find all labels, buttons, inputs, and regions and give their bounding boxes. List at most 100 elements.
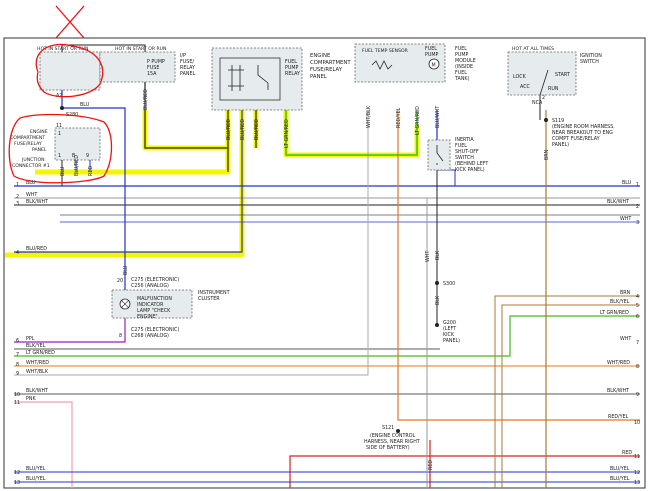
fuel-temp-sensor-label: FUEL TEMP SENSOR <box>362 48 409 54</box>
hot-at-all-times: HOT AT ALL TIMES <box>512 46 554 52</box>
ip-panel-3: RELAY <box>180 65 195 71</box>
vlbl-whtblk: WHT/BLK <box>366 105 372 128</box>
lnum-1: 1 <box>16 182 19 188</box>
lnum-13: 13 <box>14 480 20 486</box>
eng-comp-top-4: PANEL <box>310 74 327 80</box>
rnum-2: 2 <box>636 204 639 210</box>
rlbl-blkwht-3: BLK/WHT <box>607 199 629 205</box>
fuel-pump-relay-3: RELAY <box>285 71 300 77</box>
vlbl-brn: BRN <box>544 149 550 160</box>
pin-1b: 1 <box>58 153 61 159</box>
fpm-6: TANK) <box>454 76 470 82</box>
rlbl-blkyel: BLK/YEL <box>610 299 630 305</box>
fuel-pump-motor <box>428 58 440 70</box>
lnum-3: 3 <box>16 201 19 207</box>
s121-2: (ENGINE CONTROL <box>370 433 416 439</box>
fuel-pump-lbl-1: FUEL <box>425 46 437 52</box>
s300-label: S300 <box>443 281 455 287</box>
eng-left-1: ENGINE <box>30 129 48 135</box>
vlbl-blu: BLU <box>123 265 129 275</box>
pin-9: 9 <box>86 153 89 159</box>
vlbl-ltgrnred-2: LT GRN/RED <box>415 106 421 135</box>
diagram-frame <box>3 37 646 489</box>
right-row-numbers: 1 2 3 4 5 6 7 8 9 10 11 12 13 <box>634 182 640 486</box>
inertia-3: SHUT-OFF <box>455 149 479 155</box>
rnum-6: 6 <box>636 314 639 320</box>
rlbl-bluyel-12: BLU/YEL <box>610 466 630 472</box>
cluster-1: INSTRUMENT <box>198 290 230 296</box>
vlbl-redyel: RED/YEL <box>396 107 402 128</box>
rnum-11: 11 <box>634 454 640 460</box>
rlbl-redyel: RED/YEL <box>608 414 629 420</box>
relay-coil-symbol <box>228 65 269 91</box>
splice-s121 <box>396 429 400 433</box>
pin-11: 11 <box>56 123 62 129</box>
fuel-pump-relay-1: FUEL <box>285 59 297 65</box>
rnum-13: 13 <box>634 480 640 486</box>
rlbl-wht: WHT <box>620 336 631 342</box>
red-markup <box>8 5 113 184</box>
ign-switch-2: SWITCH <box>580 59 599 65</box>
fpm-2: PUMP <box>455 52 469 58</box>
lnum-5: 6 <box>16 338 19 344</box>
markup-circle-top <box>35 43 104 98</box>
vlbl-red: RED <box>428 460 434 470</box>
lbl-ppl: PPL <box>26 336 35 342</box>
vertical-wire-labels: BLU/RED BLU/RED BLU/RED BLU/RED LT GRN/R… <box>60 89 550 470</box>
ign-switch-1: IGNITION <box>580 53 602 59</box>
lnum-6: 7 <box>16 352 19 358</box>
vlbl-blured-a: BLU/RED <box>226 119 232 140</box>
mil-1: MALFUNCTION <box>137 296 172 302</box>
splice-s280 <box>60 106 64 110</box>
lnum-11: 11 <box>14 400 20 406</box>
inertia-5: (BEHIND LEFT <box>455 161 488 167</box>
vlbl-ltgrnred: LT GRN/RED <box>284 119 290 148</box>
wire-blured-6 <box>14 110 243 253</box>
lbl-wht-2: WHT <box>26 192 37 198</box>
lbl-bluyel-12: BLU/YEL <box>26 466 46 472</box>
motor-m: M <box>432 63 436 69</box>
wire-redyel <box>397 110 640 421</box>
rnum-9: 9 <box>636 392 639 398</box>
inertia-4: SWITCH <box>455 155 474 161</box>
vlbl-blured-b: BLU/RED <box>240 119 246 140</box>
eng-comp-top-1: ENGINE <box>310 53 331 59</box>
markup-x-mark <box>55 5 85 39</box>
rnum-5: 5 <box>636 303 639 309</box>
nca-ign: NCA <box>532 100 543 106</box>
hot-label-left: HOT IN START OR RUN <box>37 46 88 52</box>
ign-run: RUN <box>548 86 559 92</box>
lnum-12: 12 <box>14 470 20 476</box>
lbl-ltgrnred: LT GRN/RED <box>26 350 55 356</box>
rlbl-whtred: WHT/RED <box>607 360 630 366</box>
wire-ltgrnred-row <box>14 315 640 357</box>
c275-bot: C275 (ELECTRONIC) <box>131 327 179 333</box>
lbl-blkwht-10: BLK/WHT <box>26 388 48 394</box>
lbl-bluyel-13: BLU/YEL <box>26 476 46 482</box>
rnum-3: 3 <box>636 220 639 226</box>
vlbl-blk-2: BLK <box>435 295 441 305</box>
wire-blkyel-right <box>501 304 640 488</box>
fpm-5: FUEL <box>455 70 467 76</box>
g200-2: (LEFT <box>443 326 456 332</box>
eng-comp-top-2: COMPARTMENT <box>310 60 351 66</box>
lbl-blu-top: BLU <box>80 102 90 108</box>
eng-comp-top-3: FUSE/RELAY <box>310 67 343 73</box>
wire-pcm-fuse <box>144 80 228 149</box>
splice-s119 <box>544 118 548 122</box>
pin-20: 20 <box>117 278 123 284</box>
ground-g200 <box>435 323 439 327</box>
rnum-12: 12 <box>634 470 640 476</box>
rnum-7: 7 <box>636 340 639 346</box>
lnum-2: 2 <box>16 194 19 200</box>
lbl-blured-6: BLU/RED <box>26 246 47 252</box>
eng-left-2: COMPARTMENT <box>10 135 45 141</box>
lnum-7: 8 <box>16 362 19 368</box>
s119-5: PANEL) <box>552 142 569 148</box>
g200-3: KICK <box>443 332 455 338</box>
eng-left-4: PANEL <box>32 147 47 153</box>
splice-s300 <box>435 281 439 285</box>
c268-bot: C268 (ANALOG) <box>131 333 169 339</box>
vlbl-blured-c: BLU/RED <box>254 119 260 140</box>
